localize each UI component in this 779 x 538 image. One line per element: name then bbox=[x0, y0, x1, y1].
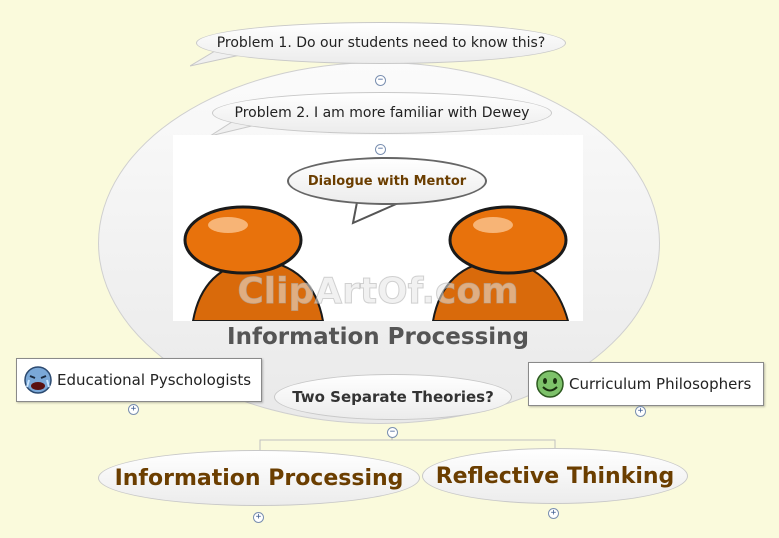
watermark-text: ClipArtOf.com bbox=[237, 271, 518, 312]
information-processing-label: Information Processing bbox=[114, 465, 404, 491]
expand-toggle[interactable]: + bbox=[548, 508, 559, 519]
problem-2-label: Problem 2. I am more familiar with Dewey bbox=[234, 105, 530, 121]
two-figures-illustration: ClipArtOf.com bbox=[183, 173, 570, 321]
curriculum-philosophers-box[interactable]: Curriculum Philosophers bbox=[528, 362, 764, 406]
central-topic-title: Information Processing bbox=[227, 324, 529, 350]
reflective-thinking-subtopic[interactable]: Reflective Thinking bbox=[422, 448, 688, 504]
expand-toggle[interactable]: + bbox=[635, 406, 646, 417]
collapse-toggle[interactable]: − bbox=[375, 75, 386, 86]
smiley-face-icon bbox=[536, 370, 564, 398]
two-theories-label: Two Separate Theories? bbox=[292, 388, 494, 406]
collapse-toggle[interactable]: − bbox=[387, 427, 398, 438]
two-theories-topic[interactable]: Two Separate Theories? bbox=[274, 374, 512, 420]
educational-psychologists-label: Educational Pyschologists bbox=[57, 371, 252, 389]
collapse-toggle[interactable]: − bbox=[375, 144, 386, 155]
dialogue-topic[interactable]: Dialogue with Mentor bbox=[287, 157, 487, 205]
educational-psychologists-box[interactable]: Educational Pyschologists bbox=[16, 358, 262, 402]
crying-face-icon bbox=[24, 366, 52, 394]
curriculum-philosophers-label: Curriculum Philosophers bbox=[569, 375, 752, 393]
reflective-thinking-label: Reflective Thinking bbox=[435, 463, 675, 489]
dialogue-label: Dialogue with Mentor bbox=[307, 173, 467, 189]
problem-1-label: Problem 1. Do our students need to know … bbox=[216, 35, 546, 51]
expand-toggle[interactable]: + bbox=[128, 404, 139, 415]
problem-1-topic[interactable]: Problem 1. Do our students need to know … bbox=[196, 22, 566, 64]
expand-toggle[interactable]: + bbox=[253, 512, 264, 523]
problem-2-topic[interactable]: Problem 2. I am more familiar with Dewey bbox=[212, 92, 552, 134]
information-processing-subtopic[interactable]: Information Processing bbox=[98, 450, 420, 506]
